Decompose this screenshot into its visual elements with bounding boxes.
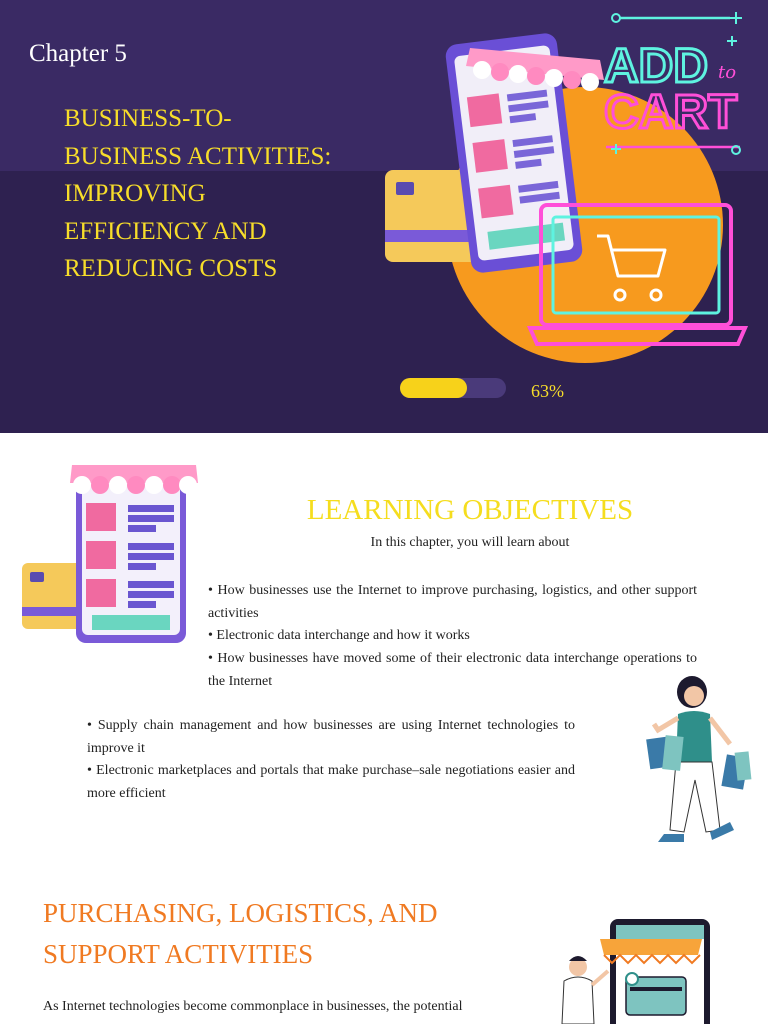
chapter-hero: Chapter 5 BUSINESS-TO- BUSINESS ACTIVITI…	[0, 0, 768, 433]
chapter-title-line: EFFICIENCY AND	[64, 217, 267, 245]
shopping-woman-illustration	[646, 676, 752, 842]
body-paragraph: As Internet technologies become commonpl…	[43, 999, 463, 1014]
objectives-list-a: • How businesses use the Internet to imp…	[208, 580, 697, 694]
progress-bar-fill	[400, 378, 467, 398]
learning-objectives-intro: In this chapter, you will learn about	[370, 535, 570, 550]
neon-laptop-cart-icon	[526, 203, 749, 346]
section-heading: PURCHASING, LOGISTICS, AND SUPPORT ACTIV…	[43, 893, 438, 975]
list-item: • Electronic marketplaces and portals th…	[87, 763, 575, 802]
neon-to-text: to	[718, 62, 736, 83]
chapter-title-line: REDUCING COSTS	[64, 255, 278, 282]
list-item: • How businesses use the Internet to imp…	[208, 583, 697, 621]
section-heading-line: SUPPORT ACTIVITIES	[43, 939, 314, 969]
neon-sign-frame	[606, 12, 742, 155]
list-item: • Supply chain management and how busine…	[87, 718, 575, 756]
chapter-title-line: BUSINESS-TO-	[64, 105, 232, 132]
objectives-list-b: • Supply chain management and how busine…	[87, 715, 575, 806]
section-heading-line: PURCHASING, LOGISTICS, AND	[43, 898, 438, 928]
learning-objectives-heading: LEARNING OBJECTIVES	[306, 494, 634, 526]
chapter-title: BUSINESS-TO- BUSINESS ACTIVITIES: IMPROV…	[64, 100, 331, 288]
phone-store-illustration	[22, 465, 198, 643]
neon-add-text: ADD	[604, 40, 708, 93]
add-to-cart-illustration: ADD to CART	[385, 12, 749, 363]
progress-bar	[400, 378, 506, 398]
list-item: • Electronic data interchange and how it…	[208, 628, 470, 644]
list-item: • How businesses have moved some of thei…	[208, 651, 697, 689]
progress-percent: 63%	[531, 381, 564, 401]
chapter-title-line: IMPROVING	[64, 180, 206, 207]
neon-cart-text: CART	[604, 86, 737, 139]
online-store-illustration	[561, 919, 710, 1024]
chapter-title-line: BUSINESS ACTIVITIES:	[64, 142, 332, 170]
credit-card-icon	[22, 563, 92, 629]
chapter-label: Chapter 5	[29, 40, 127, 67]
